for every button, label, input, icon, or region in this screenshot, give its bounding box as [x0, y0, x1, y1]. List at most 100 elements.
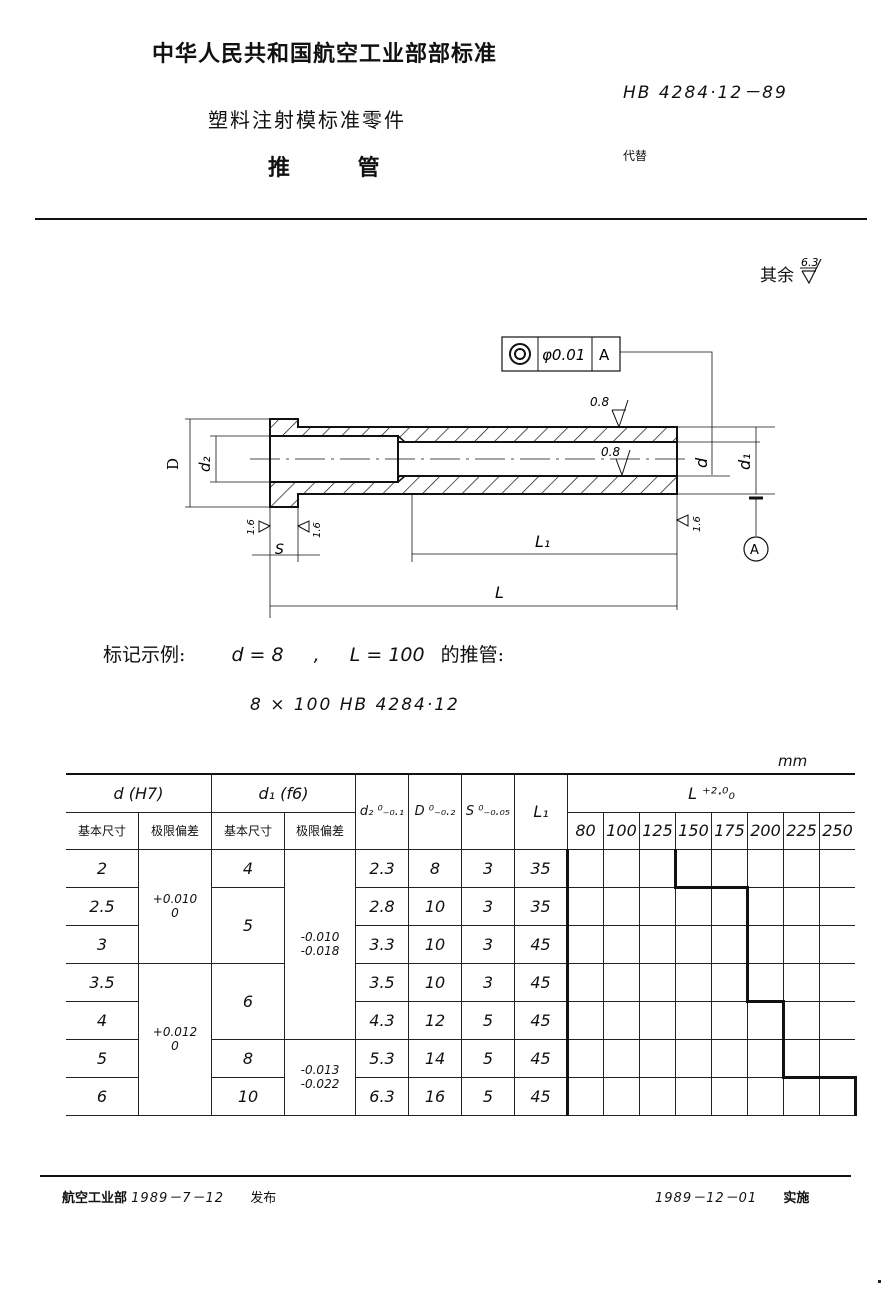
cell-D: 10	[408, 924, 462, 964]
cell-D: 10	[408, 886, 462, 926]
roughness-left-face: 1.6	[246, 519, 257, 535]
cell-D: 8	[408, 848, 462, 888]
roughness-note-label: 其余	[760, 266, 794, 286]
roughness-right-face: 1.6	[692, 516, 703, 532]
table-row: 3 3.3 10 3 45	[66, 924, 855, 964]
example-suffix: 的推管:	[440, 644, 505, 666]
example-separator: ,	[313, 644, 320, 666]
header-L-150: 150	[675, 811, 712, 850]
cell-d2: 2.8	[355, 886, 409, 926]
header-L-100: 100	[603, 811, 640, 850]
cell-d1: 8	[211, 1038, 285, 1078]
datum-a-icon	[743, 536, 769, 562]
tolerance-datum: A	[599, 346, 610, 364]
header-d1-deviation: 极限偏差	[284, 811, 356, 850]
dim-label-S: S	[275, 542, 284, 558]
header-L-175: 175	[711, 811, 748, 850]
cell-D: 10	[408, 962, 462, 1002]
dimension-table: d (H7) d₁ (f6) d₂ ⁰₋₀.₁ D ⁰₋₀.₂ S ⁰₋₀.₀₅…	[66, 773, 857, 1116]
example-condition-d: d = 8	[231, 644, 284, 666]
header-L-200: 200	[747, 811, 784, 850]
header-d-deviation: 极限偏差	[138, 811, 212, 850]
dim-label-d2: d₂	[196, 456, 214, 472]
cell-d1: 6	[211, 962, 285, 1040]
cell-L1: 45	[514, 924, 568, 964]
cell-d: 5	[66, 1038, 139, 1078]
header-D: D ⁰₋₀.₂	[408, 773, 462, 850]
cell-L1: 35	[514, 848, 568, 888]
cell-D: 12	[408, 1000, 462, 1040]
roughness-outer: 0.8	[590, 395, 609, 409]
cell-d: 3.5	[66, 962, 139, 1002]
issue-date: 1989－7－12	[131, 1191, 225, 1206]
cell-L1: 45	[514, 1076, 568, 1116]
dim-label-L1: L₁	[535, 532, 550, 551]
cell-L1: 35	[514, 886, 568, 926]
document-title: 推 管	[268, 155, 410, 181]
cell-D: 14	[408, 1038, 462, 1078]
cell-d1: 10	[211, 1076, 285, 1116]
cell-d2: 6.3	[355, 1076, 409, 1116]
datum-label: A	[750, 543, 759, 558]
cell-D: 16	[408, 1076, 462, 1116]
header-d2: d₂ ⁰₋₀.₁	[355, 773, 409, 850]
cell-L1: 45	[514, 962, 568, 1002]
dim-label-D: D	[164, 458, 182, 470]
table-row: 4 4.3 12 5 45	[66, 999, 855, 1040]
cell-S: 3	[461, 924, 515, 964]
effective-date: 1989－12－01	[655, 1191, 758, 1206]
example-designation: 8 × 100 HB 4284·12	[250, 695, 460, 715]
cell-S: 5	[461, 1076, 515, 1116]
roughness-note-value: 6.3	[801, 256, 819, 269]
replaces-label: 代替	[623, 149, 648, 163]
cell-d: 3	[66, 924, 139, 964]
example-label: 标记示例:	[103, 644, 186, 666]
dim-label-d1: d₁	[735, 453, 754, 470]
effective-label: 实施	[783, 1191, 810, 1206]
header-d: d (H7)	[66, 773, 212, 813]
standard-code: HB 4284·12－89	[623, 83, 788, 103]
header-L-125: 125	[639, 811, 676, 850]
cell-d2: 2.3	[355, 848, 409, 888]
dim-label-d: d	[692, 457, 711, 468]
cell-S: 3	[461, 848, 515, 888]
concentricity-icon	[509, 343, 531, 365]
cell-d: 4	[66, 1000, 139, 1040]
cell-S: 3	[461, 962, 515, 1002]
roughness-symbol-icon: 6.3	[800, 256, 822, 285]
footer-divider	[40, 1175, 851, 1177]
header-d-basic: 基本尺寸	[66, 811, 139, 850]
cell-d: 2.5	[66, 886, 139, 926]
cell-d1: 4	[211, 848, 285, 888]
geometric-tolerance-frame: φ0.01 A	[501, 336, 713, 475]
table-row: 2.5 5 2.8 10 3 35	[66, 885, 855, 964]
issuer: 航空工业部	[62, 1191, 128, 1206]
issue-label: 发布	[250, 1191, 277, 1206]
header-L: L ⁺²·⁰₀	[567, 773, 855, 813]
cell-d2: 5.3	[355, 1038, 409, 1078]
cell-d: 2	[66, 848, 139, 888]
table-row: 6 10 6.3 16 5 45	[66, 1075, 857, 1116]
cell-d1: 5	[211, 886, 285, 964]
cell-L1: 45	[514, 1038, 568, 1078]
cell-L1: 45	[514, 1000, 568, 1040]
cell-d2: 4.3	[355, 1000, 409, 1040]
cell-S: 5	[461, 1038, 515, 1078]
cell-d2: 3.3	[355, 924, 409, 964]
header-L-225: 225	[783, 811, 820, 850]
table-row: 5 8 -0.013-0.022 5.3 14 5 45	[66, 1038, 855, 1116]
header-L1: L₁	[514, 773, 568, 850]
cell-S: 3	[461, 886, 515, 926]
cell-d1-tolerance: -0.010-0.018	[284, 848, 356, 1040]
header-divider	[35, 218, 867, 220]
header-d1: d₁ (f6)	[211, 773, 356, 813]
roughness-shoulder: 1.6	[312, 522, 323, 538]
document-subtitle: 塑料注射模标准零件	[208, 108, 406, 132]
issue-info: 航空工业部 1989－7－12 发布	[62, 1187, 276, 1206]
roughness-inner: 0.8	[601, 445, 620, 459]
cell-d: 6	[66, 1076, 139, 1116]
cell-S: 5	[461, 1000, 515, 1040]
